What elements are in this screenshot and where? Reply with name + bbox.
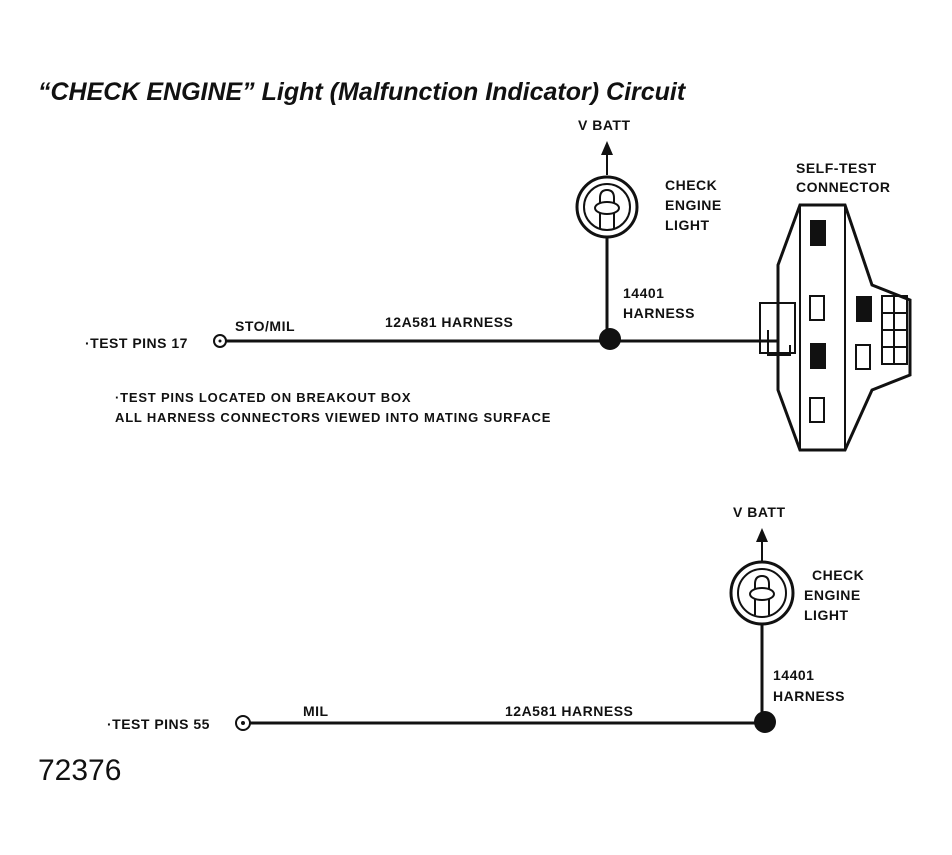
upper-harness-num: 14401 <box>623 285 664 301</box>
lower-lamp-label-3: LIGHT <box>804 607 849 623</box>
figure-number: 72376 <box>38 754 121 787</box>
upper-wire-name: STO/MIL <box>235 318 295 334</box>
lower-circuit: V BATT CHECK ENGINE LIGHT 14401 HARNESS … <box>107 504 864 733</box>
lower-junction-node <box>754 711 776 733</box>
upper-check-engine-lamp-icon <box>575 175 639 239</box>
upper-junction-node <box>599 328 621 350</box>
upper-harness-label: HARNESS <box>623 305 695 321</box>
connector-label-2: CONNECTOR <box>796 179 890 195</box>
lower-wire-name: MIL <box>303 703 329 719</box>
upper-circuit: V BATT CHECK ENGINE LIGHT 14401 HARNESS … <box>85 117 912 452</box>
upper-vbatt-arrow-icon <box>601 141 613 155</box>
upper-lamp-label-3: LIGHT <box>665 217 710 233</box>
diagram-title: “CHECK ENGINE” Light (Malfunction Indica… <box>38 78 687 106</box>
self-test-connector-icon <box>759 203 912 452</box>
lower-vbatt-arrow-icon <box>756 528 768 542</box>
upper-harness-horizontal: 12A581 HARNESS <box>385 314 513 330</box>
note-line-1: ·TEST PINS LOCATED ON BREAKOUT BOX <box>115 390 411 405</box>
upper-lamp-label-2: ENGINE <box>665 197 722 213</box>
lower-test-pin-label: ·TEST PINS 55 <box>107 716 210 732</box>
lower-lamp-label-2: ENGINE <box>804 587 861 603</box>
lower-check-engine-lamp-icon <box>729 560 795 626</box>
upper-lamp-label-1: CHECK <box>665 177 717 193</box>
lower-harness-label: HARNESS <box>773 688 845 704</box>
lower-harness-horizontal: 12A581 HARNESS <box>505 703 633 719</box>
note-line-2: ALL HARNESS CONNECTORS VIEWED INTO MATIN… <box>115 410 551 425</box>
upper-vbatt-label: V BATT <box>578 117 631 133</box>
lower-harness-num: 14401 <box>773 667 814 683</box>
upper-test-pin-label: ·TEST PINS 17 <box>85 335 188 351</box>
lower-lamp-label-1: CHECK <box>812 567 864 583</box>
lower-vbatt-label: V BATT <box>733 504 786 520</box>
connector-label-1: SELF-TEST <box>796 160 877 176</box>
